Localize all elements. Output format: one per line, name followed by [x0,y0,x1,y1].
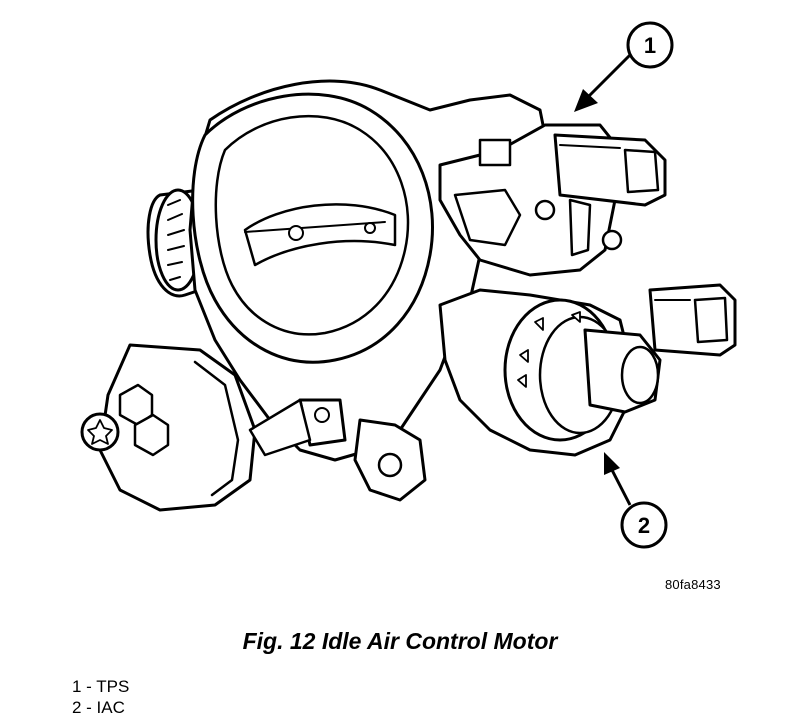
throttle-position-sensor [438,123,667,277]
callout-1: 1 [574,21,674,112]
throttle-cable-pulley [146,188,202,298]
mounting-bracket [80,343,312,512]
legend-item-2: 2 - IAC [72,698,125,717]
idle-air-control-motor [438,283,737,457]
legend: 1 - TPS 2 - IAC [72,676,129,718]
callout-2-label: 2 [638,513,650,538]
legend-item-1: 1 - TPS [72,677,130,696]
callout-1-label: 1 [644,33,656,58]
callout-2: 2 [604,452,668,549]
throttle-body-illustration: 1 2 [80,21,737,549]
figure-caption: Fig. 12 Idle Air Control Motor [242,628,558,654]
figure-reference-code: 80fa8433 [665,577,721,592]
